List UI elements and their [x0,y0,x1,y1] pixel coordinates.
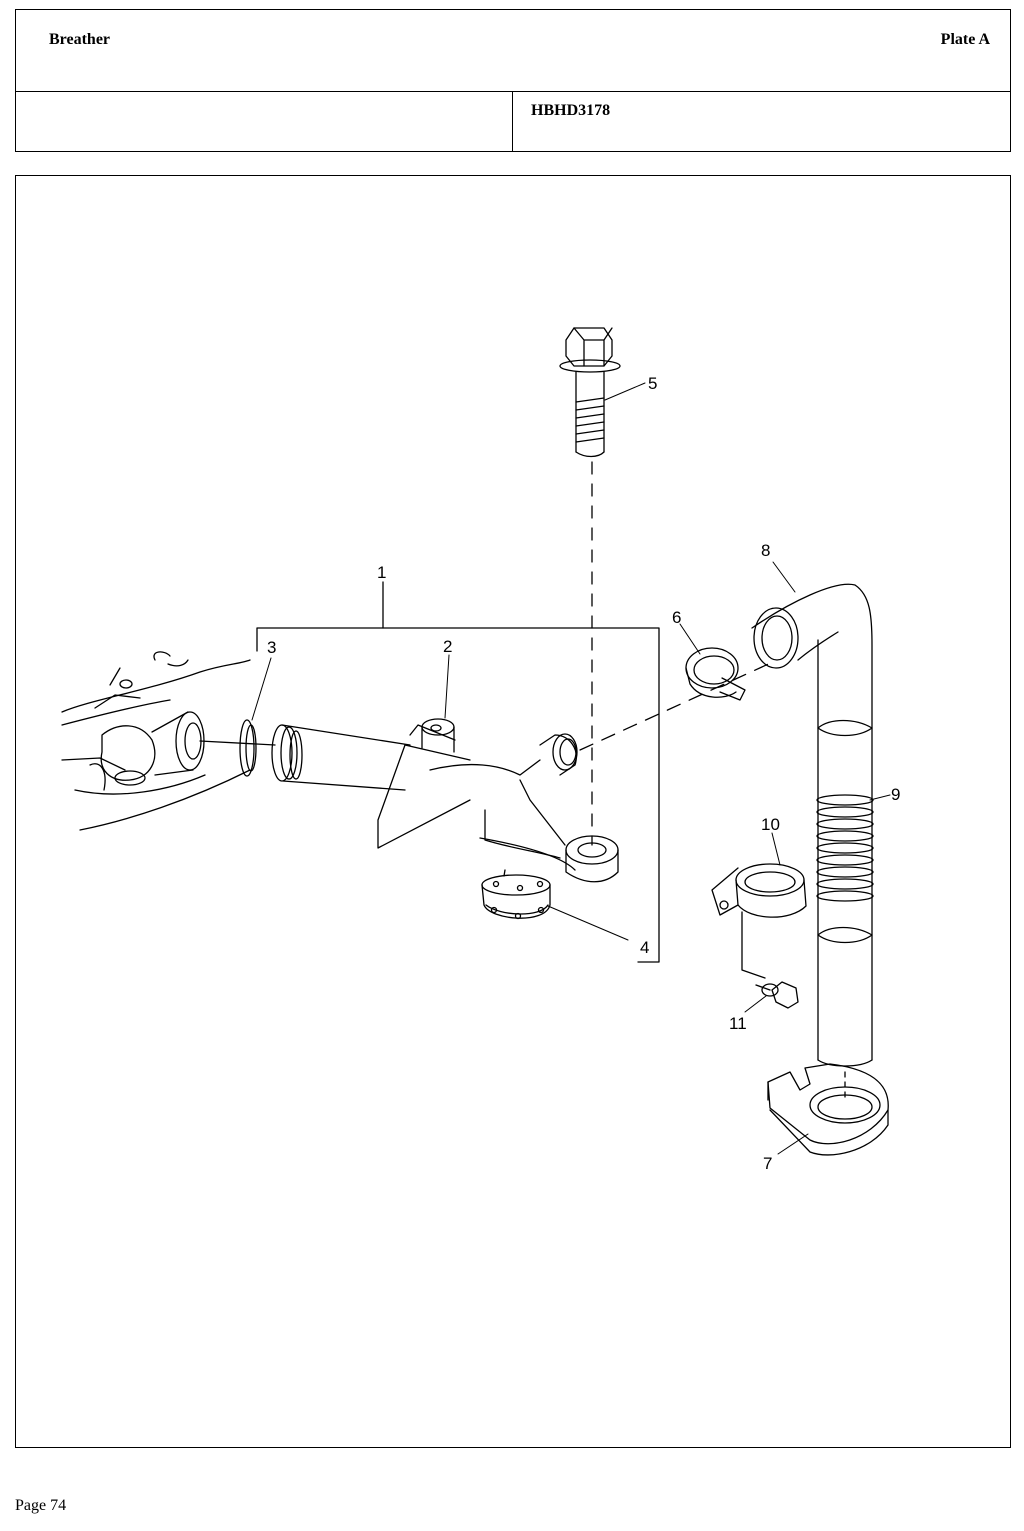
callout-7: 7 [763,1154,772,1173]
part1-bracket [256,581,660,963]
small-bolt [755,981,799,1009]
flange-bolt [559,327,621,458]
callout-8: 8 [761,541,770,560]
pipe-axis-line [579,660,776,751]
callout-5: 5 [648,374,657,393]
callout-4: 4 [640,938,649,957]
callout-11: 11 [729,1014,747,1033]
callout-1: 1 [377,563,386,582]
p-clip [711,863,807,979]
hose-clip [685,647,746,701]
engine-block-fragment [61,651,251,831]
drawing-code: HBHD3178 [531,102,611,119]
mounting-bracket [767,1063,889,1156]
callout-2: 2 [443,637,452,656]
page-number: Page 74 [15,1497,67,1514]
section-title: Breather [49,31,111,48]
locating-ring [481,869,551,920]
header-table: Breather Plate A [15,9,1011,152]
leader-lines [251,382,891,1155]
header-empty-cell [16,92,513,152]
assembly-line [199,740,276,746]
o-ring-seal [239,719,257,777]
header-title-row: Breather Plate A [16,10,1010,92]
breather-housing [271,718,619,883]
callout-3: 3 [267,638,276,657]
illustration-frame [15,175,1011,1448]
callout-6: 6 [672,608,681,627]
callout-10: 10 [761,815,780,834]
callout-9: 9 [891,785,900,804]
plate-label: Plate A [940,31,990,48]
coil-spring [816,794,874,902]
